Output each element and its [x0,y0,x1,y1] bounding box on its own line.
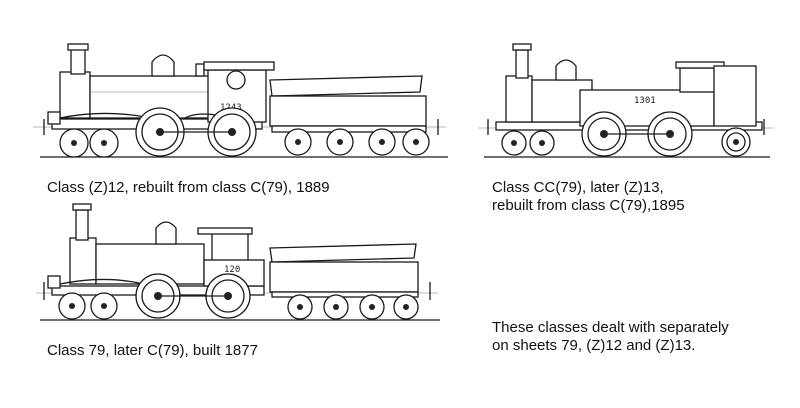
note-line1: These classes dealt with separately [492,319,729,336]
caption-z12: Class (Z)12, rebuilt from class C(79), 1… [47,179,330,196]
caption-cc79-line1: Class CC(79), later (Z)13, [492,179,664,196]
caption-c79: Class 79, later C(79), built 1877 [47,342,258,359]
locomotive-cc79-number: 1301 [634,96,656,106]
locomotive-cc79-drawing: 1301 [478,43,774,158]
locomotive-c79-drawing: 120 [36,203,440,321]
caption-cc79-line2: rebuilt from class C(79),1895 [492,197,685,214]
locomotive-c79-number: 120 [224,265,240,275]
note-line2: on sheets 79, (Z)12 and (Z)13. [492,337,696,354]
locomotive-z12-drawing: 1243 [33,43,448,158]
